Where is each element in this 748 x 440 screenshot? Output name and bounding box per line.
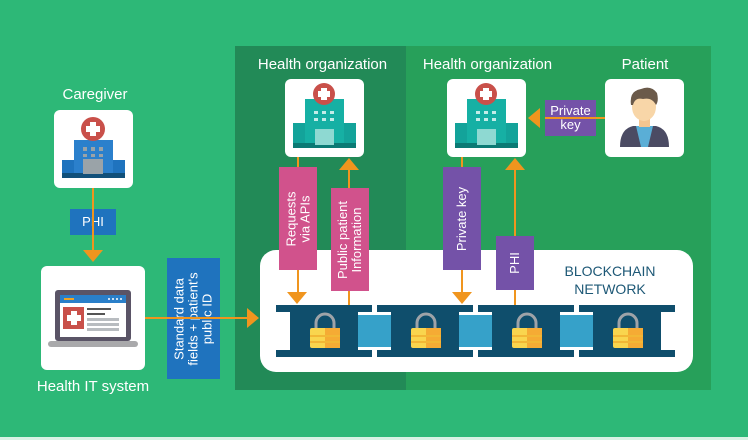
private-key-tag-vertical: Private key — [443, 167, 481, 270]
patient-card — [605, 79, 684, 157]
padlock-shade — [628, 328, 643, 348]
org2-card — [447, 79, 526, 157]
block-bottom — [579, 350, 675, 357]
hospital-icon — [293, 83, 356, 148]
block-top — [377, 305, 473, 312]
blockchain-chain — [276, 305, 675, 357]
block-bottom — [478, 350, 574, 357]
health-it-label: Health IT system — [36, 378, 150, 395]
padlock-shackle — [314, 312, 336, 329]
caregiver-label: Caregiver — [62, 86, 128, 103]
padlock-stripe — [613, 335, 643, 337]
arrow-head-left — [528, 108, 540, 128]
arrow-patient-to-org — [545, 117, 605, 119]
padlock-stripe — [512, 341, 542, 343]
padlock-shackle — [516, 312, 538, 329]
padlock-stripe — [310, 341, 340, 343]
patient-label: Patient — [621, 56, 669, 73]
person-icon — [620, 87, 669, 147]
padlock-stripe — [512, 335, 542, 337]
padlock-shackle — [617, 312, 639, 329]
block-bottom — [276, 350, 372, 357]
padlock-shackle — [415, 312, 437, 329]
tag-line: key — [560, 117, 581, 132]
padlock-stripe — [310, 335, 340, 337]
arrow-head-right — [247, 308, 259, 328]
block-top — [276, 305, 372, 312]
block-top — [579, 305, 675, 312]
padlock-shade — [325, 328, 340, 348]
divider — [0, 437, 748, 440]
padlock-stripe — [411, 335, 441, 337]
chain-link — [459, 315, 492, 347]
chain-link — [358, 315, 391, 347]
arrow-head-down — [452, 292, 472, 304]
block-bottom — [377, 350, 473, 357]
block-top — [478, 305, 574, 312]
title-line: BLOCKCHAIN — [564, 263, 656, 279]
title-line: NETWORK — [574, 281, 646, 297]
hospital-icon — [62, 117, 125, 178]
tag-line: Public patient — [335, 200, 350, 279]
arrow-it-to-blockchain — [145, 317, 249, 319]
laptop-record-icon — [48, 290, 138, 347]
padlock-shade — [527, 328, 542, 348]
arrow-caregiver-to-it — [92, 188, 94, 252]
org1-label: Health organization — [257, 56, 388, 73]
arrow-head-up — [339, 158, 359, 170]
arrow-head-up — [505, 158, 525, 170]
tag-line: Information — [349, 206, 364, 273]
padlock-stripe — [411, 341, 441, 343]
padlock-stripe — [613, 341, 643, 343]
tag-line: Private key — [454, 186, 469, 251]
tag-line: via APIs — [297, 195, 313, 242]
tag-line: PHI — [506, 252, 522, 274]
chain-link — [560, 315, 593, 347]
org1-card — [285, 79, 364, 157]
caregiver-card — [54, 110, 133, 188]
phi-tag-vertical: PHI — [496, 236, 534, 290]
tag-line: Requests — [283, 191, 299, 246]
health-it-card — [41, 266, 145, 370]
arrow-head-down — [287, 292, 307, 304]
tag-line: Private — [550, 103, 591, 118]
hospital-icon — [455, 83, 518, 148]
padlock-shade — [426, 328, 441, 348]
org2-label: Health organization — [422, 56, 553, 73]
blockchain-title: BLOCKCHAIN NETWORK — [540, 262, 680, 298]
arrow-head-down — [83, 250, 103, 262]
